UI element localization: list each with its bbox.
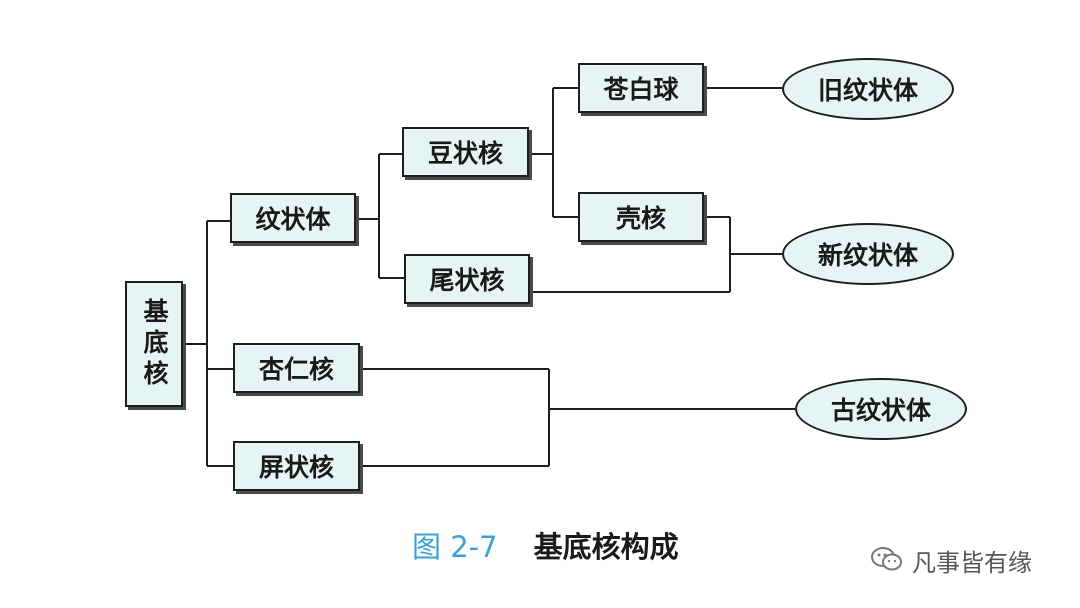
- watermark: 凡事皆有缘: [870, 543, 1032, 578]
- connector-neostriatum: [530, 216, 782, 293]
- group-paleostriatum: 旧纹状体: [782, 58, 954, 120]
- group-neostriatum: 新纹状体: [782, 223, 954, 285]
- connector-archistriatum: [360, 368, 795, 467]
- node-caudate: 尾状核: [404, 254, 530, 304]
- connector-root: [183, 220, 233, 467]
- figure-number: 图 2-7: [412, 530, 498, 564]
- node-lentiform: 豆状核: [402, 127, 529, 177]
- node-claustrum: 屏状核: [233, 441, 360, 491]
- connector-lentiform: [529, 87, 578, 218]
- node-globus-pallidus: 苍白球: [578, 63, 704, 113]
- wechat-icon: [870, 545, 904, 577]
- node-amygdala: 杏仁核: [233, 343, 360, 393]
- figure-caption: 图 2-7 基底核构成: [412, 524, 679, 566]
- node-putamen: 壳核: [578, 192, 704, 242]
- node-root: 基底核: [125, 281, 183, 407]
- connector-striatum: [356, 153, 404, 279]
- node-striatum: 纹状体: [230, 193, 356, 243]
- group-archistriatum: 古纹状体: [795, 378, 967, 440]
- watermark-text: 凡事皆有缘: [912, 549, 1032, 577]
- figure-title: 基底核构成: [533, 530, 679, 564]
